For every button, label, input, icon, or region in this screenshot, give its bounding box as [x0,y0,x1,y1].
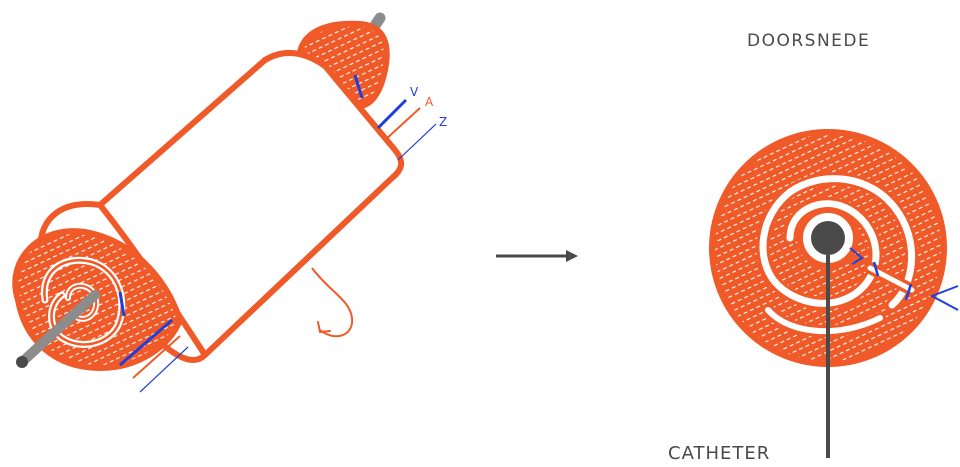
rotate-arrow-icon [312,268,352,336]
label-v: V [410,85,419,99]
rolled-catheter-illustration: V A Z [15,18,447,392]
catheter-core [811,221,845,255]
label-a: A [425,95,434,109]
right-arrow-icon [496,250,578,262]
cross-section-illustration: DOORSNEDE CATHETER [668,31,958,464]
catheter-label: CATHETER [668,443,770,464]
rod-tip [16,356,28,368]
section-title: DOORSNEDE [747,31,870,51]
label-z: Z [439,115,447,129]
